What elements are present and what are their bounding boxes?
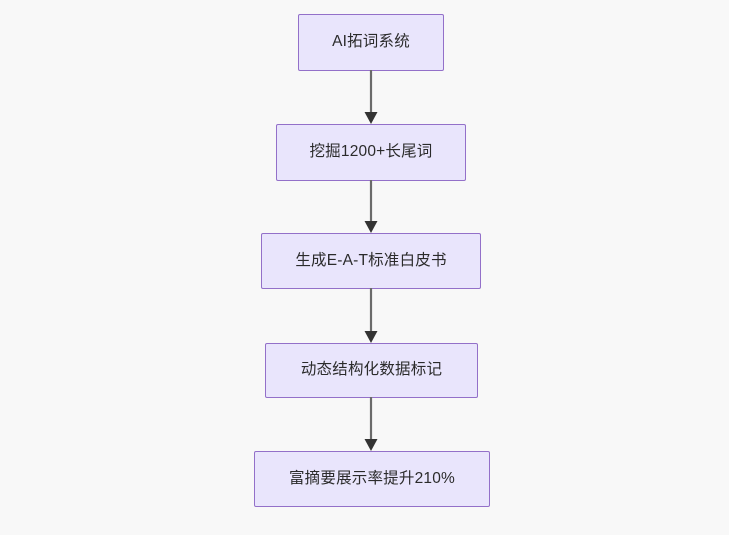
- flow-node-5-label: 富摘要展示率提升210%: [288, 469, 456, 487]
- flow-edge-2-arrow: [359, 180, 383, 234]
- flow-node-5[interactable]: 富摘要展示率提升210%: [254, 451, 490, 507]
- flow-edge-1-arrow: [359, 70, 383, 125]
- flow-node-3[interactable]: 生成E-A-T标准白皮书: [261, 233, 481, 289]
- flow-node-1-label: AI拓词系统: [332, 33, 410, 51]
- flow-edge-3-arrow: [359, 288, 383, 344]
- flow-node-2[interactable]: 挖掘1200+长尾词: [276, 124, 466, 181]
- flow-node-3-label: 生成E-A-T标准白皮书: [295, 251, 447, 269]
- flow-node-2-label: 挖掘1200+长尾词: [309, 143, 433, 161]
- flow-node-4-label: 动态结构化数据标记: [300, 361, 443, 379]
- flow-node-1[interactable]: AI拓词系统: [298, 14, 444, 71]
- flow-edge-4-arrow: [359, 397, 383, 452]
- flow-node-4[interactable]: 动态结构化数据标记: [265, 343, 478, 398]
